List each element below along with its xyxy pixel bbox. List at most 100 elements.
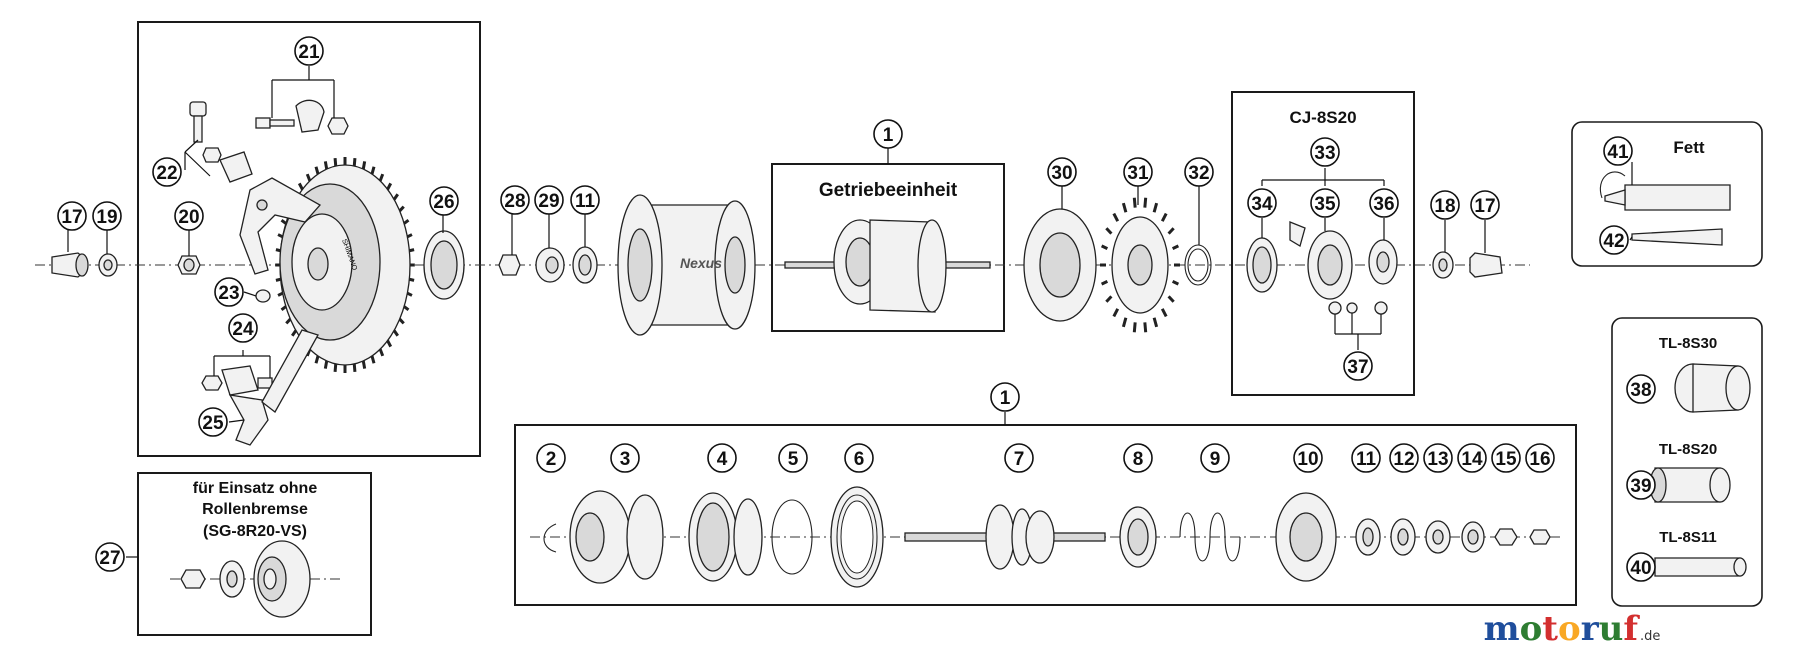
svg-text:30: 30 (1051, 163, 1072, 184)
callout-1-top: 1 (873, 119, 903, 149)
callout-17-right: 17 (1470, 190, 1500, 220)
svg-text:20: 20 (178, 207, 199, 228)
svg-text:35: 35 (1314, 194, 1336, 215)
lock-washer-right-part (1432, 251, 1454, 279)
cone-2-part (1390, 518, 1416, 556)
svg-text:14: 14 (1461, 449, 1483, 470)
callout-22: 22 (152, 157, 182, 187)
svg-text:31: 31 (1127, 163, 1149, 184)
callout-18: 18 (1430, 190, 1460, 220)
hex-nut-part (177, 255, 201, 275)
fixing-bolts-part (201, 365, 273, 396)
callout-15: 15 (1491, 443, 1521, 473)
hub-shell-part: Nexus (617, 194, 756, 336)
svg-text:34: 34 (1251, 194, 1273, 215)
callout-2: 2 (536, 443, 566, 473)
callout-42: 42 (1599, 225, 1629, 255)
svg-text:3: 3 (620, 449, 631, 470)
svg-text:17: 17 (61, 207, 82, 228)
svg-text:33: 33 (1314, 143, 1335, 164)
brake-arm-part (239, 177, 322, 275)
variant-frame (137, 472, 372, 636)
svg-text:11: 11 (575, 191, 596, 212)
svg-text:12: 12 (1393, 449, 1414, 470)
svg-text:9: 9 (1210, 449, 1221, 470)
svg-text:32: 32 (1188, 163, 1209, 184)
callout-11-bottom: 11 (1351, 443, 1381, 473)
callout-6: 6 (844, 443, 874, 473)
callout-35: 35 (1310, 188, 1340, 218)
callout-39: 39 (1626, 470, 1656, 500)
svg-text:19: 19 (96, 207, 117, 228)
svg-text:24: 24 (232, 319, 254, 340)
callout-40: 40 (1626, 552, 1656, 582)
svg-text:42: 42 (1603, 231, 1624, 252)
callout-33: 33 (1310, 137, 1340, 167)
cap-nut-right-part (1469, 252, 1503, 278)
svg-text:22: 22 (156, 163, 177, 184)
joint-ring-part (1368, 239, 1398, 285)
svg-text:2: 2 (546, 449, 557, 470)
fixing-screws-part (1328, 301, 1388, 315)
snap-ring-part (1184, 244, 1212, 286)
bearing-ring-part (830, 486, 884, 588)
tool-label-1: TL-8S30 (1659, 335, 1717, 352)
lock-washer-2-part (1425, 520, 1451, 554)
cone-3-part (1461, 521, 1485, 553)
svg-text:27: 27 (99, 548, 120, 569)
cap-nut-part (51, 252, 89, 278)
svg-text:26: 26 (433, 192, 454, 213)
circlip-part (543, 523, 557, 553)
ring-gear-part (688, 492, 763, 582)
grease-label: Fett (1673, 138, 1705, 157)
callout-34: 34 (1247, 188, 1277, 218)
fixing-clip-part (228, 329, 319, 446)
svg-text:11: 11 (1356, 449, 1377, 470)
clutch-ring-part (1119, 506, 1157, 568)
leader-lines (67, 66, 1633, 558)
adjust-screw-part (189, 101, 253, 183)
svg-text:39: 39 (1630, 476, 1651, 497)
callout-36: 36 (1369, 188, 1399, 218)
svg-text:21: 21 (298, 42, 320, 63)
callout-17-left: 17 (57, 201, 87, 231)
variant-label-line2: Rollenbremse (202, 501, 308, 518)
callout-24: 24 (228, 313, 258, 343)
svg-text:10: 10 (1297, 449, 1318, 470)
callout-28: 28 (500, 185, 530, 215)
tool-2-part (1649, 467, 1731, 503)
svg-text:41: 41 (1607, 142, 1629, 163)
internal-parts-frame (514, 424, 1577, 606)
clamp-bolt-part (255, 99, 349, 135)
svg-text:5: 5 (788, 449, 799, 470)
cj-kit-frame (1231, 91, 1415, 396)
cassette-joint-part (1289, 221, 1353, 300)
callout-14: 14 (1457, 443, 1487, 473)
dust-cap-part (1023, 208, 1097, 322)
svg-text:38: 38 (1630, 380, 1651, 401)
callout-1-bottom: 1 (990, 382, 1020, 412)
svg-text:4: 4 (717, 449, 728, 470)
svg-text:37: 37 (1347, 357, 1368, 378)
callout-29: 29 (534, 185, 564, 215)
callout-32: 32 (1184, 157, 1214, 187)
callout-26: 26 (429, 186, 459, 216)
variant-washer-part (219, 560, 245, 598)
svg-text:6: 6 (854, 449, 865, 470)
gear-unit-part (784, 219, 991, 313)
svg-text:1: 1 (1000, 388, 1011, 409)
callout-41: 41 (1603, 136, 1633, 166)
svg-text:13: 13 (1427, 449, 1448, 470)
tool-label-3: TL-8S11 (1659, 529, 1717, 546)
callout-8: 8 (1123, 443, 1153, 473)
svg-text:23: 23 (218, 283, 239, 304)
grease-frame (1571, 121, 1763, 267)
svg-text:28: 28 (504, 191, 525, 212)
svg-text:17: 17 (1474, 196, 1495, 217)
svg-text:15: 15 (1495, 449, 1517, 470)
svg-text:8: 8 (1133, 449, 1144, 470)
washer-part (1494, 528, 1518, 546)
callout-30: 30 (1047, 157, 1077, 187)
watermark-logo: motoruf (1484, 609, 1641, 649)
callout-19: 19 (92, 201, 122, 231)
